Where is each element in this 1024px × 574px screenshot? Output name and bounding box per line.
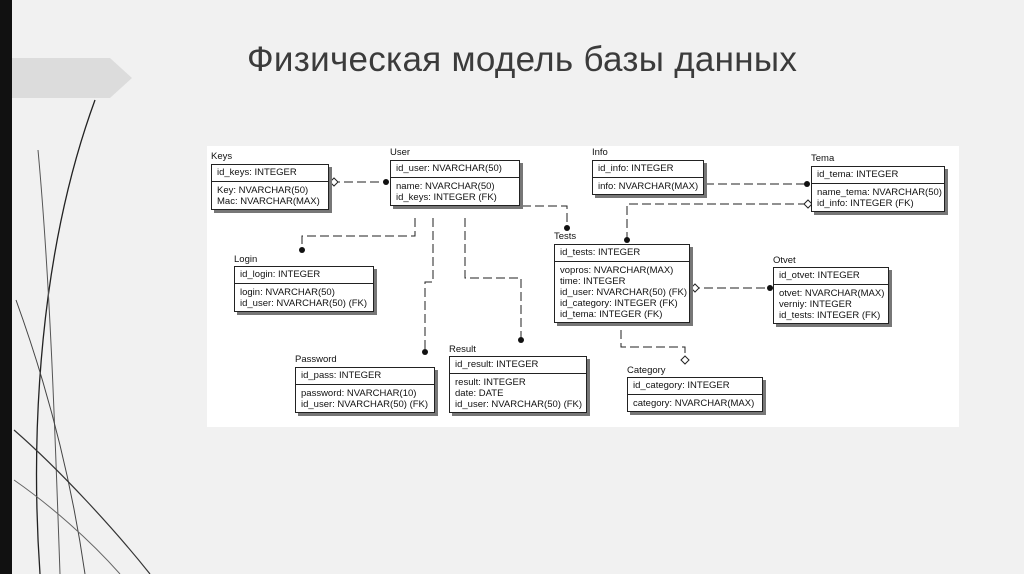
table-tests: id_tests: INTEGER vopros: NVARCHAR(MAX) … [554,244,690,323]
table-result-pk: id_result: INTEGER [450,357,586,374]
table-user-pk: id_user: NVARCHAR(50) [391,161,519,178]
relation-end-diamond [680,355,690,365]
table-tema-attr: name_tema: NVARCHAR(50) [817,187,942,198]
table-category: id_category: INTEGER category: NVARCHAR(… [627,377,763,412]
table-tests-attr: id_tema: INTEGER (FK) [560,309,663,320]
table-user-attr: name: NVARCHAR(50) [396,181,495,192]
table-tema-attr: id_info: INTEGER (FK) [817,198,914,209]
table-tests-attr: time: INTEGER [560,276,626,287]
table-result-attr: id_user: NVARCHAR(50) (FK) [455,399,583,410]
table-name-password: Password [295,354,337,365]
relation-end-diamond [329,177,339,187]
table-tests-attr: id_user: NVARCHAR(50) (FK) [560,287,688,298]
relation-end-dot [422,349,428,355]
table-login: id_login: INTEGER login: NVARCHAR(50) id… [234,266,374,312]
table-info-pk: id_info: INTEGER [593,161,703,178]
table-info-attr: info: NVARCHAR(MAX) [598,181,699,192]
relation-end-dot [383,179,389,185]
decorative-curve [37,149,61,574]
relation-end-dot [299,247,305,253]
relation-end-dot [804,181,810,187]
table-password-attr: password: NVARCHAR(10) [301,388,417,399]
table-otvet-attr: verniy: INTEGER [779,299,852,310]
table-category-attr: category: NVARCHAR(MAX) [633,398,755,409]
table-name-info: Info [592,147,608,158]
table-name-login: Login [234,254,258,265]
relation-end-diamond [690,283,700,293]
table-password-attr: id_user: NVARCHAR(50) (FK) [301,399,429,410]
decorative-curve [13,479,121,574]
table-name-result: Result [449,344,476,355]
table-otvet: id_otvet: INTEGER otvet: NVARCHAR(MAX) v… [773,267,889,324]
table-password: id_pass: INTEGER password: NVARCHAR(10) … [295,367,435,413]
table-result: id_result: INTEGER result: INTEGER date:… [449,356,587,413]
relation-end-dot [564,225,570,231]
table-tests-attr: vopros: NVARCHAR(MAX) [560,265,674,276]
table-name-category: Category [627,365,666,376]
relation-end-dot [518,337,524,343]
decorative-arrow-tab [12,58,132,98]
table-name-tests: Tests [554,231,577,242]
table-tema-pk: id_tema: INTEGER [812,167,944,184]
table-user: id_user: NVARCHAR(50) name: NVARCHAR(50)… [390,160,520,206]
table-otvet-attr: otvet: NVARCHAR(MAX) [779,288,885,299]
relation-line [620,330,686,358]
relation-end-dot [624,237,630,243]
table-info: id_info: INTEGER info: NVARCHAR(MAX) [592,160,704,195]
er-diagram: Keys id_keys: INTEGER Key: NVARCHAR(50) … [207,146,959,427]
table-name-keys: Keys [211,151,233,162]
table-category-pk: id_category: INTEGER [628,378,762,395]
table-tests-attr: id_category: INTEGER (FK) [560,298,678,309]
table-keys-attr: Key: NVARCHAR(50) [217,185,309,196]
table-tema: id_tema: INTEGER name_tema: NVARCHAR(50)… [811,166,945,212]
table-keys-attr: Mac: NVARCHAR(MAX) [217,196,320,207]
table-tests-pk: id_tests: INTEGER [555,245,689,262]
table-result-attr: date: DATE [455,388,504,399]
table-keys-pk: id_keys: INTEGER [212,165,328,182]
decorative-curve [15,299,86,574]
slide-left-bar [0,0,12,574]
relation-line [464,218,522,340]
table-login-attr: id_user: NVARCHAR(50) (FK) [240,298,368,309]
table-otvet-attr: id_tests: INTEGER (FK) [779,310,881,321]
table-name-user: User [390,147,411,158]
decorative-curve [13,429,151,574]
table-login-pk: id_login: INTEGER [235,267,373,284]
relationship-lines [299,177,813,365]
relation-line [301,218,416,250]
table-result-attr: result: INTEGER [455,377,526,388]
relation-line [424,218,434,351]
relation-line [522,205,568,228]
table-login-attr: login: NVARCHAR(50) [240,287,335,298]
table-name-tema: Tema [811,153,835,164]
relation-line [626,203,807,240]
table-name-otvet: Otvet [773,255,796,266]
decorative-curve [35,99,96,574]
table-password-pk: id_pass: INTEGER [296,368,434,385]
table-user-attr: id_keys: INTEGER (FK) [396,192,497,203]
table-otvet-pk: id_otvet: INTEGER [774,268,888,285]
table-keys: id_keys: INTEGER Key: NVARCHAR(50) Mac: … [211,164,329,210]
slide-title: Физическая модель базы данных [247,40,798,79]
relation-end-dot [767,285,773,291]
